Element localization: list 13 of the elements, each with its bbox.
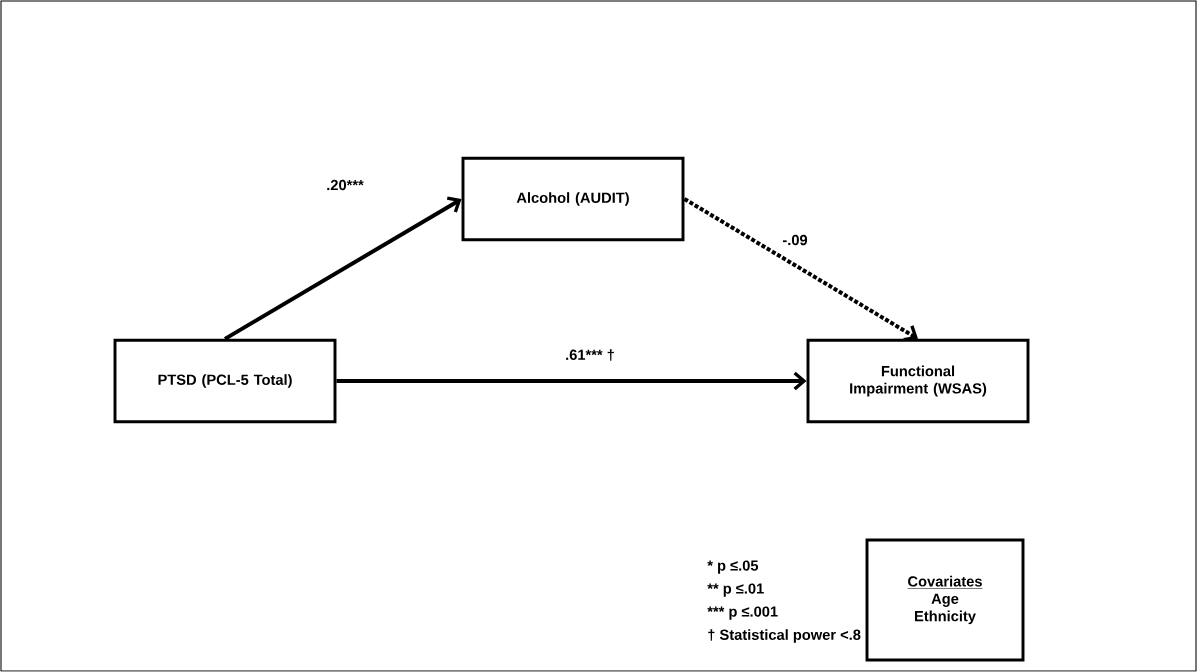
arrow — [224, 196, 462, 341]
significance-note: * p ≤.05 — [707, 560, 759, 574]
variable-box: Functional Impairment (WSAS) — [806, 338, 1030, 424]
edge-label: -.09 — [781, 233, 809, 247]
arrow — [683, 197, 918, 342]
variable-box: PTSD (PCL-5 Total) — [113, 338, 337, 424]
significance-note: *** p ≤.001 — [707, 606, 778, 620]
edge-label: .20*** — [324, 178, 366, 192]
variable-box: Alcohol (AUDIT) — [461, 156, 685, 242]
arrow — [336, 371, 807, 391]
covariates-box: Covariates Age Ethnicity — [865, 538, 1025, 662]
edge-label: .61*** † — [563, 347, 617, 363]
significance-note: ** p ≤.01 — [707, 583, 764, 597]
